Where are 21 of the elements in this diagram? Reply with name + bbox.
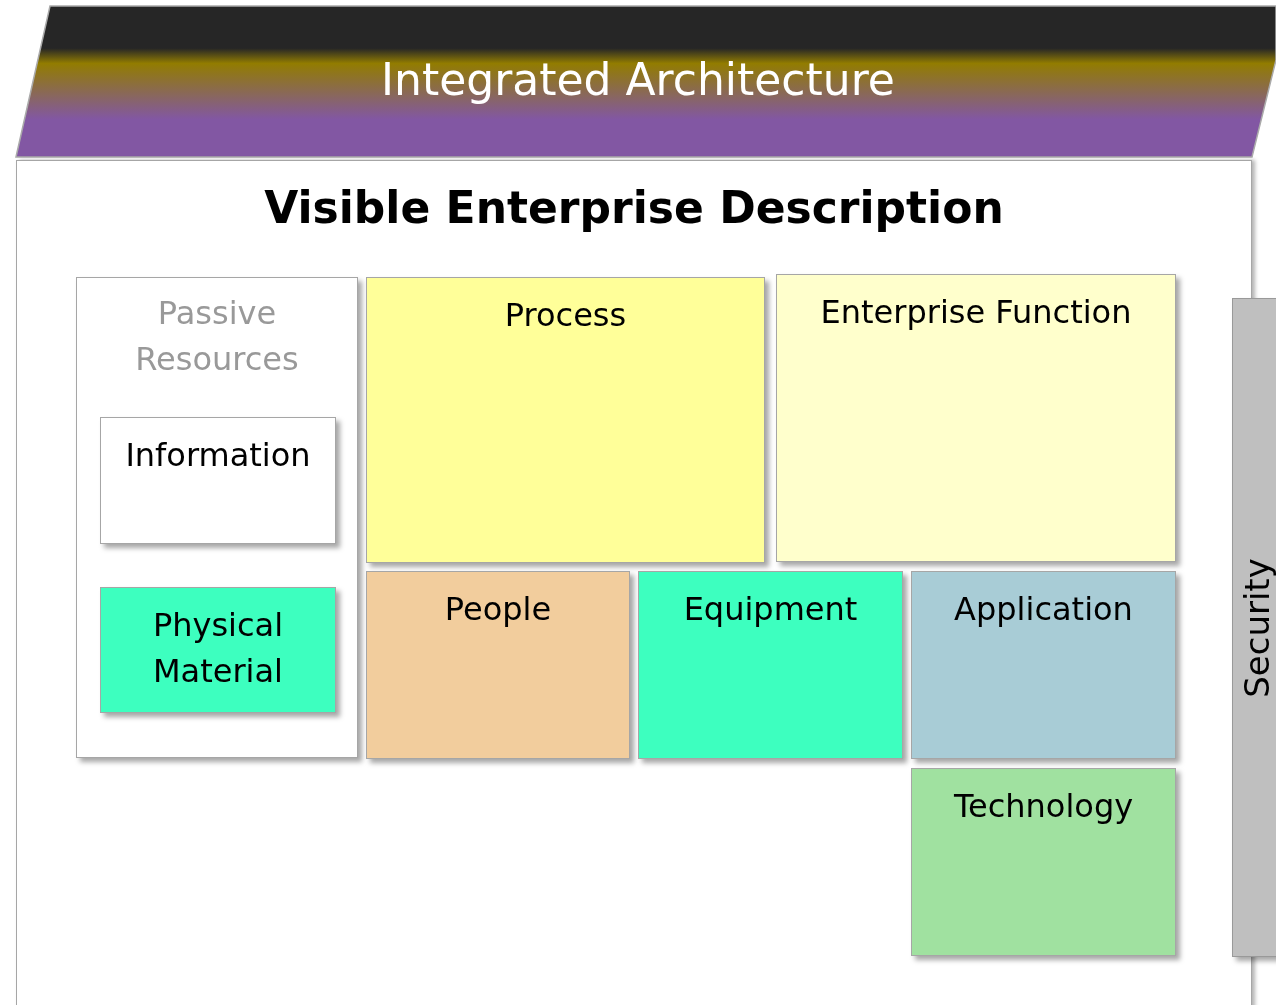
group-title: Passive Resources [134,293,300,381]
box-label: Process [504,295,627,336]
category-box [911,571,1176,759]
category-box [100,587,336,713]
box-label: Application [954,589,1133,630]
category-box [100,417,336,544]
category-box [366,571,630,759]
box-label: Enterprise Function [820,292,1132,333]
box-label: Equipment [683,589,858,630]
box-label: Physical Material [151,605,285,693]
box-label: Information [125,435,311,476]
category-box [776,274,1176,562]
side-bar [1232,298,1276,957]
category-box [638,571,903,759]
group-box [76,277,358,758]
box-label: Technology [953,786,1134,827]
banner-title: Integrated Architecture [381,53,895,107]
category-box [911,768,1176,956]
box-label: People [444,589,552,630]
category-box [366,277,765,563]
panel-heading: Visible Enterprise Description [264,181,1004,235]
